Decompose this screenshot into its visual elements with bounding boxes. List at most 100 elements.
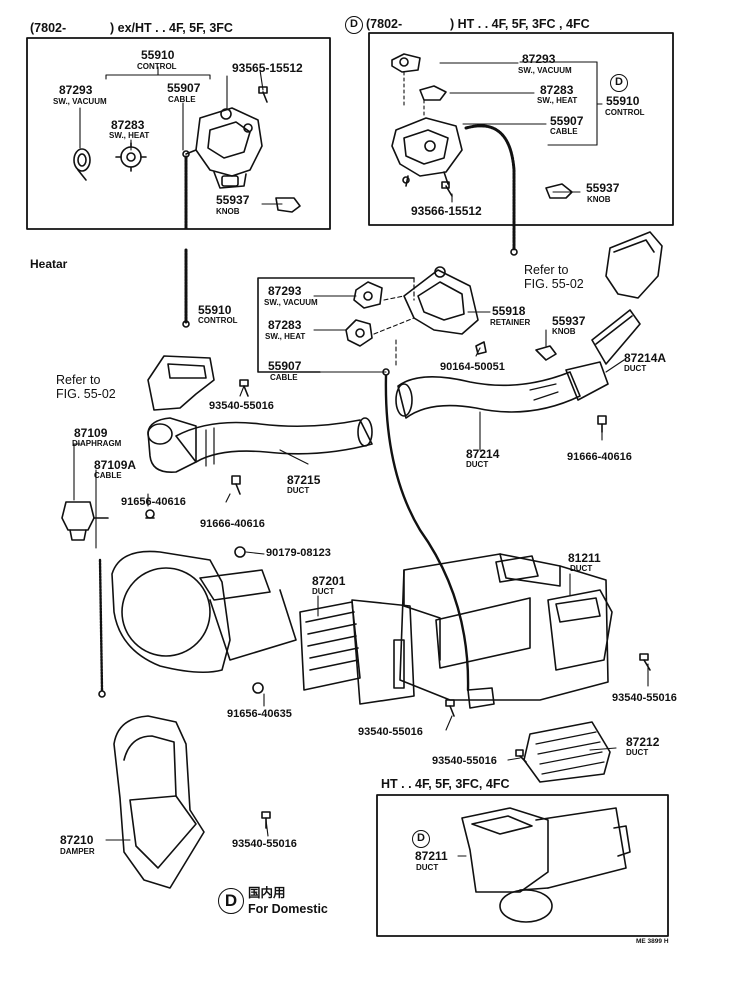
part-81211-number: 81211 bbox=[568, 551, 601, 565]
part-55910-number: 55910 bbox=[141, 48, 175, 62]
screws bbox=[145, 379, 651, 829]
box-right-frame bbox=[368, 32, 674, 226]
part-93566-number: 93566-15512 bbox=[411, 204, 482, 218]
box-right-d-mark: D bbox=[610, 74, 628, 92]
part-55907-number-h: 55907 bbox=[268, 359, 302, 373]
heater-unit-81211 bbox=[399, 553, 613, 709]
box-left-cable bbox=[182, 150, 190, 328]
box-right-header-prefix: (7802- bbox=[366, 17, 403, 31]
box-left-control-assembly bbox=[185, 107, 263, 189]
duct-87215 bbox=[147, 417, 373, 473]
box-left-header-suffix: ) ex/HT . . 4F, 5F, 3FC bbox=[110, 21, 233, 35]
part-87210-number: 87210 bbox=[60, 833, 94, 847]
duct-ref-left bbox=[147, 355, 215, 411]
box-left-knob bbox=[275, 197, 301, 213]
box-bottom-d-mark: D bbox=[412, 830, 430, 848]
diaphragm-87109 bbox=[61, 501, 109, 698]
part-87214a-name: DUCT bbox=[624, 364, 647, 373]
legend-domestic-symbol: D bbox=[218, 888, 244, 914]
part-87283-number: 87283 bbox=[111, 118, 145, 132]
part-55910-number-r: 55910 bbox=[606, 94, 640, 108]
part-87293-number: 87293 bbox=[59, 83, 93, 97]
part-87293-name-r: SW., VACUUM bbox=[518, 66, 572, 75]
part-55937-name: KNOB bbox=[216, 207, 240, 216]
part-91656-b-number: 91656-40635 bbox=[227, 708, 292, 720]
box-left-vacuum-switch bbox=[73, 148, 91, 181]
duct-87214 bbox=[395, 361, 609, 419]
part-87211-name: DUCT bbox=[416, 863, 439, 872]
part-87210-name: DAMPER bbox=[60, 847, 95, 856]
part-55937-name-r: KNOB bbox=[587, 195, 611, 204]
part-87201-number: 87201 bbox=[312, 574, 346, 588]
part-55907-name: CABLE bbox=[168, 95, 196, 104]
part-55910-name-r: CONTROL bbox=[605, 108, 645, 117]
box-left-frame bbox=[26, 37, 331, 230]
part-91656-a-number: 91656-40616 bbox=[121, 496, 186, 508]
part-55910-name: CONTROL bbox=[137, 62, 177, 71]
part-87293-name-h: SW., VACUUM bbox=[264, 298, 318, 307]
part-55937-name-h: KNOB bbox=[552, 327, 576, 336]
heater-bracket bbox=[257, 277, 415, 373]
part-55910-number-h: 55910 bbox=[198, 303, 232, 317]
box-left-header-prefix: (7802- bbox=[30, 21, 67, 35]
part-81211-name: DUCT bbox=[570, 564, 593, 573]
part-93540-b-number: 93540-55016 bbox=[612, 692, 677, 704]
box-right-header-suffix: ) HT . . 4F, 5F, 3FC , 4FC bbox=[450, 17, 590, 31]
part-87109-number: 87109 bbox=[74, 426, 108, 440]
part-91666-b-number: 91666-40616 bbox=[200, 518, 265, 530]
part-87212-name: DUCT bbox=[626, 748, 649, 757]
part-87283-number-h: 87283 bbox=[268, 318, 302, 332]
box-right-parts bbox=[391, 53, 573, 256]
part-93540-a-number: 93540-55016 bbox=[209, 400, 274, 412]
duct-87201 bbox=[299, 599, 415, 705]
part-93540-d-number: 93540-55016 bbox=[432, 755, 497, 767]
duct-87212 bbox=[523, 721, 611, 783]
part-87211-number: 87211 bbox=[415, 849, 448, 863]
box-right-leaders bbox=[439, 61, 603, 203]
part-55907-number-r: 55907 bbox=[550, 114, 584, 128]
box-left-screw bbox=[258, 86, 268, 103]
box-right-header-d-mark: D bbox=[345, 16, 363, 34]
reference-fig-55-02-right: Refer to FIG. 55-02 bbox=[524, 263, 584, 291]
part-55907-number: 55907 bbox=[167, 81, 201, 95]
part-87293-name: SW., VACUUM bbox=[53, 97, 107, 106]
part-87109a-name: CABLE bbox=[94, 471, 122, 480]
reference-fig-55-02-left: Refer to FIG. 55-02 bbox=[56, 373, 116, 401]
part-87214-name: DUCT bbox=[466, 460, 489, 469]
box-left-heat-switch bbox=[115, 142, 147, 172]
part-87215-name: DUCT bbox=[287, 486, 310, 495]
box-bottom-header: HT . . 4F, 5F, 3FC, 4FC bbox=[381, 777, 510, 791]
heater-vacuum-switch bbox=[353, 281, 383, 309]
part-55910-name-h: CONTROL bbox=[198, 316, 238, 325]
box-bottom-frame bbox=[376, 794, 669, 937]
part-87201-name: DUCT bbox=[312, 587, 335, 596]
part-90179-number: 90179-08123 bbox=[266, 547, 331, 559]
part-87283-name: SW., HEAT bbox=[109, 131, 150, 140]
heater-retainer-knob bbox=[475, 341, 557, 361]
part-55907-name-h: CABLE bbox=[270, 373, 298, 382]
part-87283-name-h: SW., HEAT bbox=[265, 332, 306, 341]
heater-heat-switch bbox=[345, 319, 373, 347]
part-87293-number-r: 87293 bbox=[522, 52, 556, 66]
box-left-leaders bbox=[79, 66, 283, 205]
part-93540-c-number: 93540-55016 bbox=[358, 726, 423, 738]
part-87215-number: 87215 bbox=[287, 473, 321, 487]
part-87109a-number: 87109A bbox=[94, 458, 137, 472]
part-55918-number: 55918 bbox=[492, 304, 526, 318]
damper-87210 bbox=[113, 715, 205, 889]
part-87283-name-r: SW., HEAT bbox=[537, 96, 578, 105]
part-55918-name: RETAINER bbox=[490, 318, 531, 327]
part-87214-number: 87214 bbox=[466, 447, 500, 461]
part-87283-number-r: 87283 bbox=[540, 83, 574, 97]
blower-housing bbox=[111, 550, 297, 674]
part-91666-a-number: 91666-40616 bbox=[567, 451, 632, 463]
legend-japanese-text: 国内用 bbox=[248, 885, 286, 900]
section-label-heater: Heatar bbox=[30, 257, 68, 271]
part-55937-number-h: 55937 bbox=[552, 314, 586, 328]
box-bottom-duct-87211 bbox=[457, 807, 631, 923]
part-55937-number: 55937 bbox=[216, 193, 250, 207]
legend-english-text: For Domestic bbox=[248, 902, 328, 916]
part-55937-number-r: 55937 bbox=[586, 181, 620, 195]
heater-cable bbox=[382, 368, 470, 692]
